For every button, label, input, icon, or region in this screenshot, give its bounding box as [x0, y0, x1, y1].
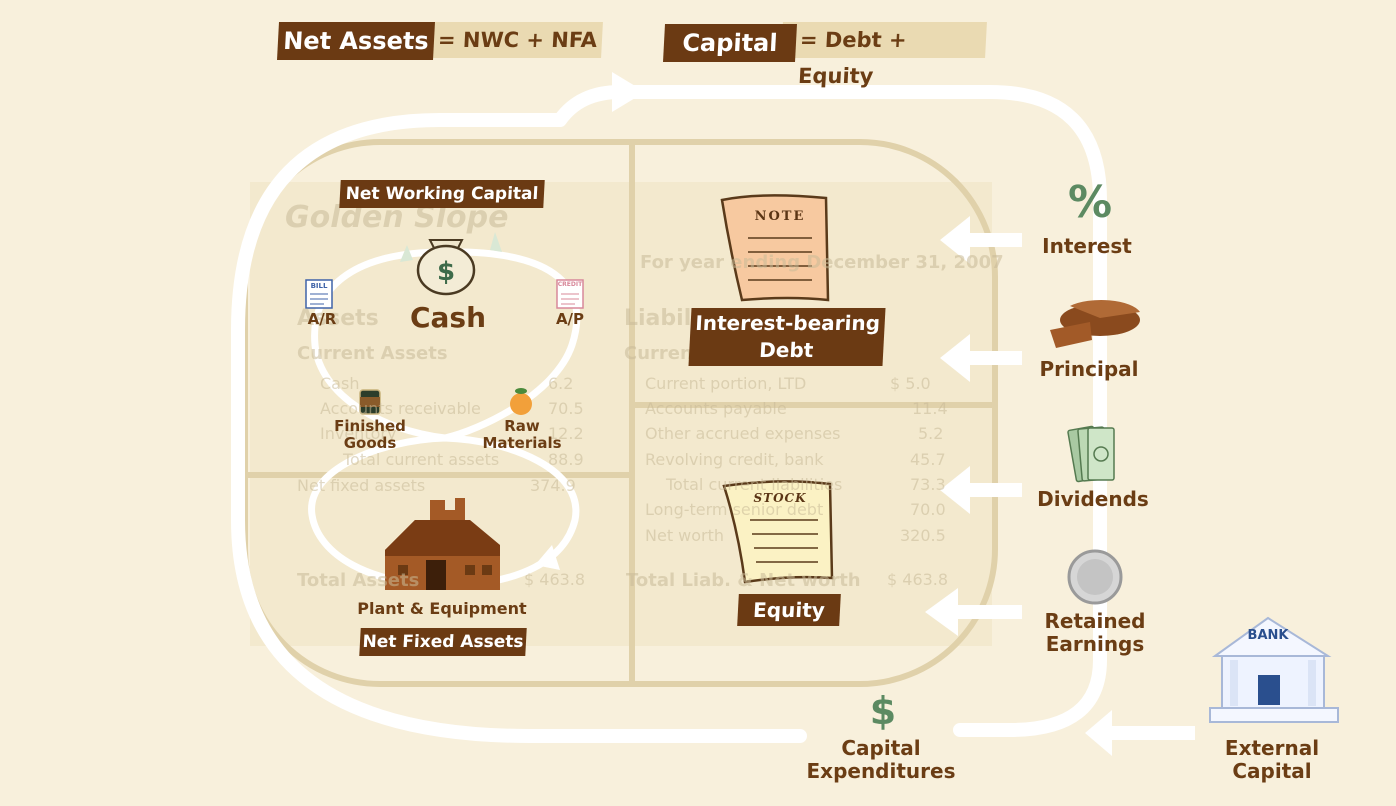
stock-tag: STOCK [753, 491, 807, 505]
bs-assets-heading: Assets [297, 306, 379, 331]
money-bag-icon: $ [416, 239, 476, 296]
interest-arrow [940, 216, 970, 264]
bs-revolving: Revolving credit, bank [645, 450, 824, 469]
bs-tca-val: 88.9 [548, 450, 584, 469]
bank-sign: BANK [1247, 628, 1289, 643]
ar-label: A/R [307, 310, 337, 328]
external-capital-arrow [1085, 710, 1112, 756]
capital-formula: = Debt + Equity [781, 22, 987, 88]
bs-inventory: Inventory [320, 424, 397, 443]
net-assets-formula: = NWC + NFA [419, 22, 603, 58]
bs-tcl-val: 73.3 [910, 475, 946, 494]
bs-net-worth: Net worth [645, 526, 725, 545]
peach-icon [510, 388, 532, 415]
pie-chart-icon [1050, 299, 1140, 348]
debt-banner: Interest-bearing Debt [688, 308, 886, 366]
bs-other-accrued-val: 5.2 [918, 424, 944, 443]
cash-label: Cash [409, 301, 487, 334]
bill-icon [305, 279, 333, 309]
bs-cash-val: 6.2 [548, 374, 574, 393]
credit-icon [556, 279, 584, 309]
bs-total-liab-val: $ 463.8 [887, 570, 949, 589]
finished-goods-label: Finished Goods [334, 417, 406, 453]
principal-label: Principal [1039, 357, 1139, 381]
capital-title: Capital [663, 24, 797, 62]
capex-dollar-icon: $ [869, 689, 897, 733]
bs-total-liab: Total Liab. & Net worth [626, 570, 861, 591]
svg-text:$: $ [437, 257, 455, 287]
bs-ar-val: 70.5 [548, 399, 584, 418]
bs-cash: Cash [320, 374, 360, 393]
bs-revolving-val: 45.7 [910, 450, 946, 469]
retained-arrow [925, 588, 958, 636]
cash-stack-icon [1067, 425, 1115, 483]
bs-period: For year ending December 31, 2007 [640, 252, 1004, 273]
nwc-cycle-arrow-top [400, 245, 413, 262]
bs-cpltd: Current portion, LTD [645, 374, 807, 393]
bs-current-assets: Current Assets [297, 343, 448, 364]
nfa-banner: Net Fixed Assets [359, 628, 527, 656]
retained-earnings-label: Retained Earnings [1044, 609, 1146, 656]
factory-icon [385, 498, 500, 590]
bs-ar: Accounts receivable [320, 399, 481, 418]
bank-icon [1209, 616, 1339, 723]
plant-equipment-label: Plant & Equipment [357, 599, 527, 618]
dividends-label: Dividends [1037, 487, 1149, 511]
net-assets-title: Net Assets [277, 22, 435, 60]
bs-ltd: Long-term senior debt [645, 500, 824, 519]
bs-net-worth-val: 320.5 [900, 526, 946, 545]
interest-label: Interest [1042, 234, 1132, 258]
credit-tag: CREDIT [557, 281, 583, 288]
top-flow-arrow [612, 72, 645, 112]
external-capital-label: External Capital [1224, 736, 1320, 783]
bs-ap-val: 11.4 [912, 399, 948, 418]
raw-materials-label: Raw Materials [482, 417, 562, 453]
bs-nfa: Net fixed assets [297, 476, 426, 495]
bs-ap: Accounts payable [645, 399, 787, 418]
bs-inventory-val: 12.2 [548, 424, 584, 443]
dividends-arrow [940, 466, 970, 514]
bs-other-accrued: Other accrued expenses [645, 424, 841, 443]
coin-icon [1067, 549, 1123, 605]
nwc-banner: Net Working Capital [339, 180, 545, 208]
bill-tag: BILL [310, 282, 328, 290]
note-tag: NOTE [754, 209, 806, 224]
note-icon [720, 194, 830, 302]
ap-label: A/P [555, 310, 585, 328]
bs-ltd-val: 70.0 [910, 500, 946, 519]
nwc-cycle-arrow-top2 [490, 232, 502, 252]
outer-flow-path [231, 85, 1107, 743]
bs-total-assets: Total Assets [297, 570, 420, 591]
principal-arrow [940, 334, 970, 382]
bs-tcl: Total current liabilities [666, 475, 843, 494]
nwc-cycle-arrow [535, 545, 560, 570]
bs-tca: Total current assets [343, 450, 500, 469]
bs-nfa-val: 374.9 [530, 476, 576, 495]
bs-total-assets-val: $ 463.8 [524, 570, 586, 589]
equity-banner: Equity [737, 594, 841, 626]
stock-certificate-icon [722, 480, 834, 584]
percent-icon: % [1067, 177, 1113, 228]
bs-cpltd-val: $ 5.0 [890, 374, 931, 393]
can-icon [359, 389, 381, 415]
capital-expenditures-label: Capital Expenditures [806, 736, 956, 783]
